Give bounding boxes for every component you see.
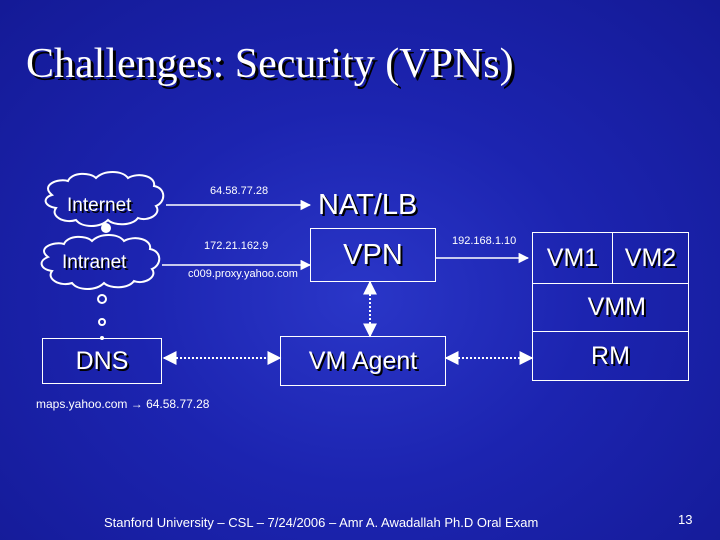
rm-box: RM	[532, 331, 689, 381]
internet-cloud	[44, 171, 165, 227]
vm-ip-label: 192.168.1.10	[452, 235, 517, 247]
vm2-label: VM2	[624, 243, 677, 272]
vm-agent-label: VM Agent	[308, 346, 418, 375]
dns-mapping-host: maps.yahoo.com	[36, 397, 128, 411]
page-number: 13	[678, 512, 693, 527]
intranet-label: Intranet	[62, 252, 127, 273]
dns-mapping-ip: 64.58.77.28	[146, 397, 210, 411]
internet-label: Internet	[67, 195, 132, 216]
vpn-box: VPN	[310, 228, 436, 282]
proxy-host-label: c009.proxy.yahoo.com	[188, 268, 298, 280]
slide-footer: Stanford University – CSL – 7/24/2006 – …	[104, 515, 539, 530]
connector-dot	[97, 294, 107, 304]
vm2-box: VM2	[612, 232, 689, 284]
vm1-box: VM1	[532, 232, 613, 284]
vm-agent-box: VM Agent	[280, 336, 446, 386]
vmm-box: VMM	[532, 283, 689, 332]
dns-box: DNS	[42, 338, 162, 384]
connector-dot	[101, 223, 111, 233]
dns-mapping-arrow: →	[130, 397, 143, 411]
connector-dot	[98, 318, 106, 326]
dns-label: DNS	[75, 346, 129, 375]
intranet-cloud	[40, 234, 161, 290]
public-ip-label: 64.58.77.28	[210, 185, 269, 197]
dns-mapping: maps.yahoo.com → 64.58.77.28	[36, 397, 209, 411]
vm1-label: VM1	[546, 243, 599, 272]
vmm-label: VMM	[587, 293, 646, 321]
slide-title: Challenges: Security (VPNs)	[26, 41, 514, 87]
rm-label: RM	[591, 341, 630, 370]
private-ip-label: 172.21.162.9	[204, 240, 269, 252]
vpn-label: VPN	[343, 238, 403, 271]
nat-lb-label: NAT/LB	[318, 189, 418, 221]
